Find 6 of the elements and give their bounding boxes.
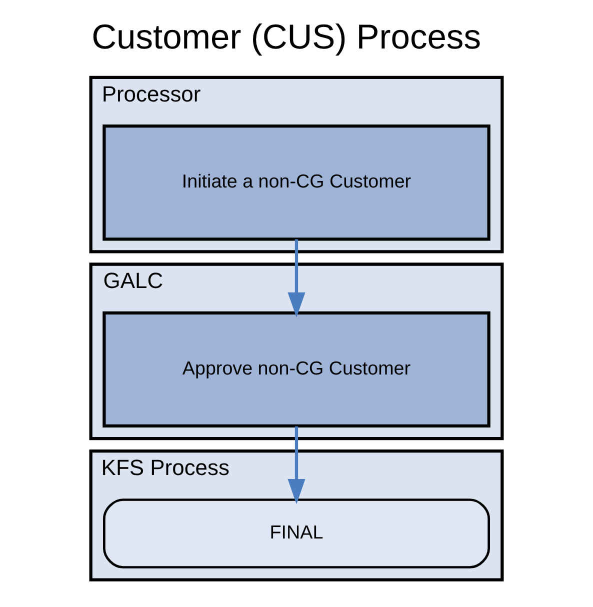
node-box: FINAL (103, 498, 490, 568)
arrow (288, 426, 306, 504)
node-box: Approve non-CG Customer (102, 311, 490, 428)
arrow (288, 239, 306, 318)
node-box: Initiate a non-CG Customer (102, 124, 490, 241)
diagram-title: Customer (CUS) Process (92, 18, 481, 57)
